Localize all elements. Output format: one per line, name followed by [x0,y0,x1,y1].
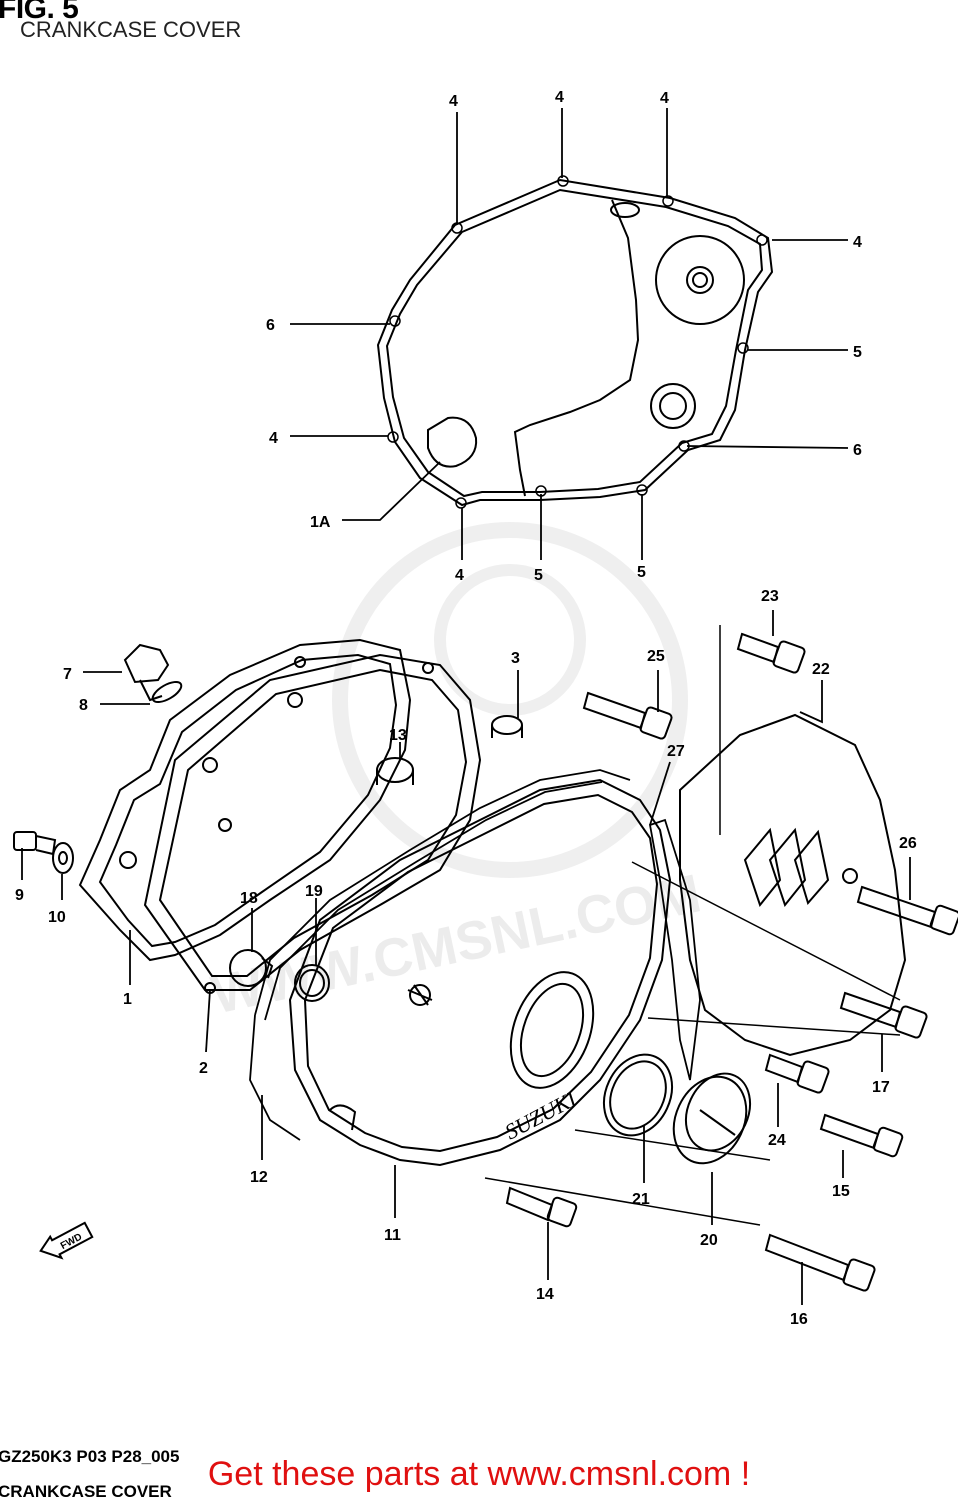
label-12: 12 [250,1169,268,1186]
label-4: 4 [449,93,458,110]
plug-18 [229,949,274,987]
outer-cover-22 [679,713,907,1057]
label-13: 13 [389,727,407,744]
label-4: 4 [660,90,669,107]
dowel-pin-13 [376,757,414,785]
label-4: 4 [455,567,464,584]
label-26: 26 [899,835,917,852]
label-5: 5 [534,567,543,584]
forward-direction-arrow: FWD [39,1221,94,1260]
plug-20 [672,1072,752,1165]
o-ring-8 [151,680,183,704]
label-1: 1 [123,991,132,1008]
label-20: 20 [700,1232,718,1249]
label-2: 2 [199,1060,208,1077]
oil-filler-cap-7 [123,643,170,702]
label-7: 7 [63,666,72,683]
label-6: 6 [853,442,862,459]
label-5: 5 [637,564,646,581]
label-14: 14 [536,1286,554,1303]
label-4: 4 [269,430,278,447]
label-24: 24 [768,1132,786,1149]
clutch-cover-1a [376,175,774,509]
reference-code: GZ250K3 P03 P28_005 [0,1447,179,1466]
reference-block: GZ250K3 P03 P28_005 CRANKCASE COVER [0,1447,179,1500]
label-19: 19 [305,883,323,900]
bolt-25 [582,691,673,740]
bolt-17 [839,991,928,1039]
alignment-lines [484,625,901,1226]
label-5: 5 [853,344,862,361]
label-27: 27 [667,743,685,760]
figure-title: CRANKCASE COVER [20,17,242,42]
crankcase-cover-1 [78,638,412,962]
dowel-pin-3 [491,715,523,738]
gasket-12 [249,769,631,1141]
label-22: 22 [812,661,830,678]
o-ring-19 [294,964,330,1002]
o-ring-21 [602,1053,674,1137]
label-6: 6 [266,317,275,334]
reference-title: CRANKCASE COVER [0,1482,172,1500]
parts-link-banner[interactable]: Get these parts at www.cmsnl.com ! [207,1455,751,1493]
label-8: 8 [79,697,88,714]
cover-bolt-holes [387,175,768,509]
label-21: 21 [632,1191,650,1208]
leader-lines [21,108,911,1305]
label-10: 10 [48,909,66,926]
label-16: 16 [790,1311,808,1328]
callout-labels: 4 4 4 4 5 6 6 4 1A 4 5 5 23 25 22 3 7 8 … [15,89,917,1328]
bolt-9 [13,831,57,856]
label-9: 9 [15,887,24,904]
label-4: 4 [555,89,564,106]
bolt-15 [819,1113,904,1158]
label-25: 25 [647,648,665,665]
label-23: 23 [761,588,779,605]
bolt-14 [505,1186,578,1228]
gasket-27 [648,818,701,1081]
label-15: 15 [832,1183,850,1200]
bolt-24 [764,1053,830,1094]
label-17: 17 [872,1079,890,1096]
bolt-23 [736,632,806,674]
figure-number: FIG. 5 [0,0,79,25]
bolt-16 [764,1233,876,1292]
washer-10 [52,842,74,874]
label-4: 4 [853,234,862,251]
label-3: 3 [511,650,520,667]
brand-mark: SUZUKI [501,1085,582,1144]
label-11: 11 [384,1227,401,1244]
label-18: 18 [240,890,258,907]
label-1a: 1A [310,514,331,531]
watermark: WWW.CMSNL.COM [207,522,707,1025]
watermark-text: WWW.CMSNL.COM [207,863,707,1025]
bolt-26 [856,885,958,936]
